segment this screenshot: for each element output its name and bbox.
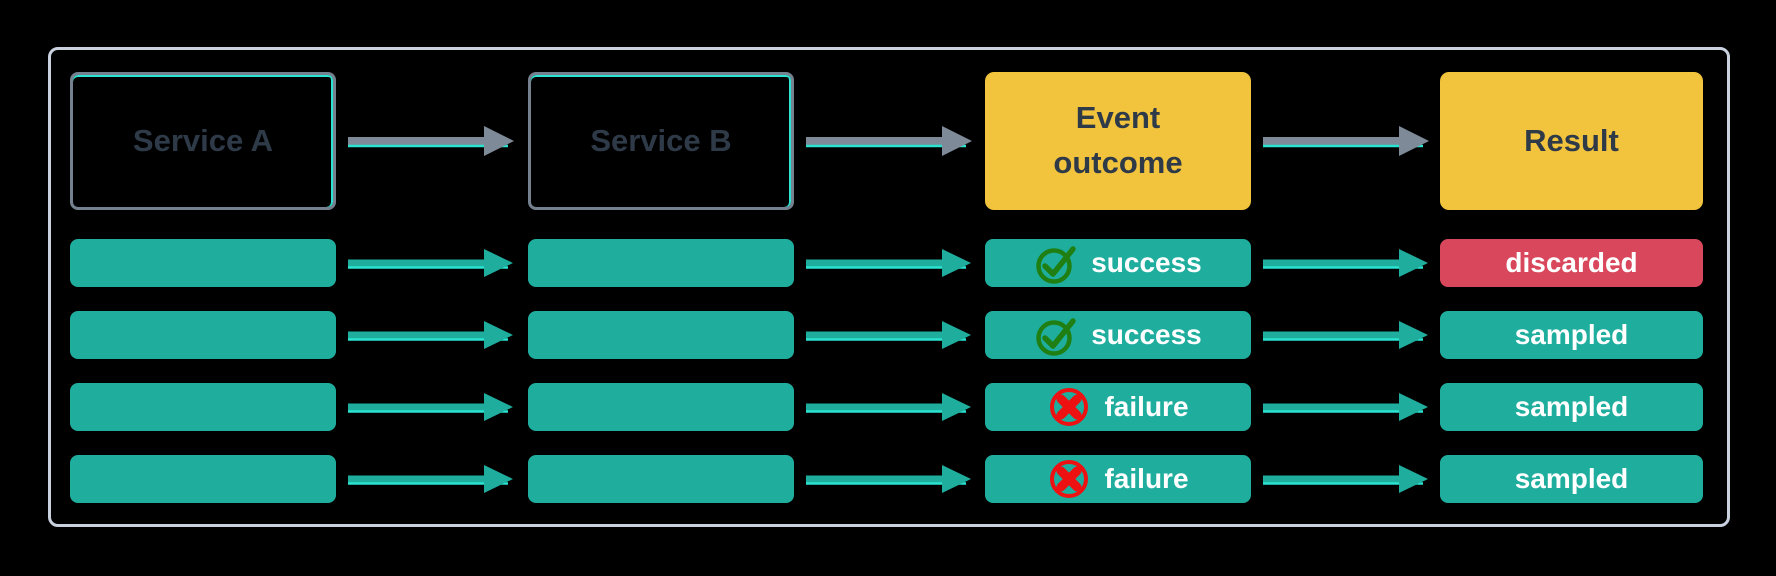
flow-arrow-icon xyxy=(346,247,516,279)
flow-arrow-icon xyxy=(804,125,974,157)
service-b-label: Service B xyxy=(590,123,732,158)
result-badge: sampled xyxy=(1440,311,1703,359)
trace-bar-service-b xyxy=(528,455,794,503)
flow-arrow-icon xyxy=(804,463,974,495)
service-a-label: Service A xyxy=(132,123,274,158)
x-circle-icon xyxy=(1050,460,1089,498)
result-badge: sampled xyxy=(1440,455,1703,503)
trace-bar-service-b xyxy=(528,383,794,431)
result-value: sampled xyxy=(1514,319,1629,350)
result-badge: sampled xyxy=(1440,383,1703,431)
result-box: Result xyxy=(1440,72,1703,210)
flow-arrow-icon xyxy=(1261,247,1431,279)
check-circle-icon xyxy=(1036,318,1076,356)
flow-arrow-icon xyxy=(346,319,516,351)
outcome-badge: failure xyxy=(985,455,1251,503)
check-circle-icon xyxy=(1036,246,1076,284)
service-b-box: Service B xyxy=(528,72,794,210)
flow-arrow-icon xyxy=(804,391,974,423)
outcome-badge: failure xyxy=(985,383,1251,431)
result-badge: discarded xyxy=(1440,239,1703,287)
flow-arrow-icon xyxy=(346,463,516,495)
trace-bar-service-b xyxy=(528,311,794,359)
flow-arrow-icon xyxy=(804,319,974,351)
trace-bar-service-a xyxy=(70,455,336,503)
trace-bar-service-a xyxy=(70,239,336,287)
outcome-label: success xyxy=(1091,247,1202,278)
result-value: discarded xyxy=(1505,247,1638,278)
outcome-label: failure xyxy=(1104,463,1189,494)
result-value: sampled xyxy=(1514,391,1629,422)
result-value: sampled xyxy=(1514,463,1629,494)
flow-arrow-icon xyxy=(1261,391,1431,423)
flow-arrow-icon xyxy=(1261,463,1431,495)
result-label: Result xyxy=(1524,123,1619,158)
service-a-box: Service A xyxy=(70,72,336,210)
outcome-badge: success xyxy=(985,239,1251,287)
flow-arrow-icon xyxy=(346,125,516,157)
trace-bar-service-a xyxy=(70,311,336,359)
trace-bar-service-a xyxy=(70,383,336,431)
event-outcome-box: Event outcome xyxy=(985,72,1251,210)
event-outcome-label: Event outcome xyxy=(1053,100,1183,180)
outcome-badge: success xyxy=(985,311,1251,359)
flow-arrow-icon xyxy=(346,391,516,423)
outcome-label: success xyxy=(1091,319,1202,350)
flow-arrow-icon xyxy=(1261,319,1431,351)
diagram-frame xyxy=(48,47,1730,527)
flow-arrow-icon xyxy=(804,247,974,279)
x-circle-icon xyxy=(1050,388,1089,426)
outcome-label: failure xyxy=(1104,391,1189,422)
trace-bar-service-b xyxy=(528,239,794,287)
flow-arrow-icon xyxy=(1261,125,1431,157)
